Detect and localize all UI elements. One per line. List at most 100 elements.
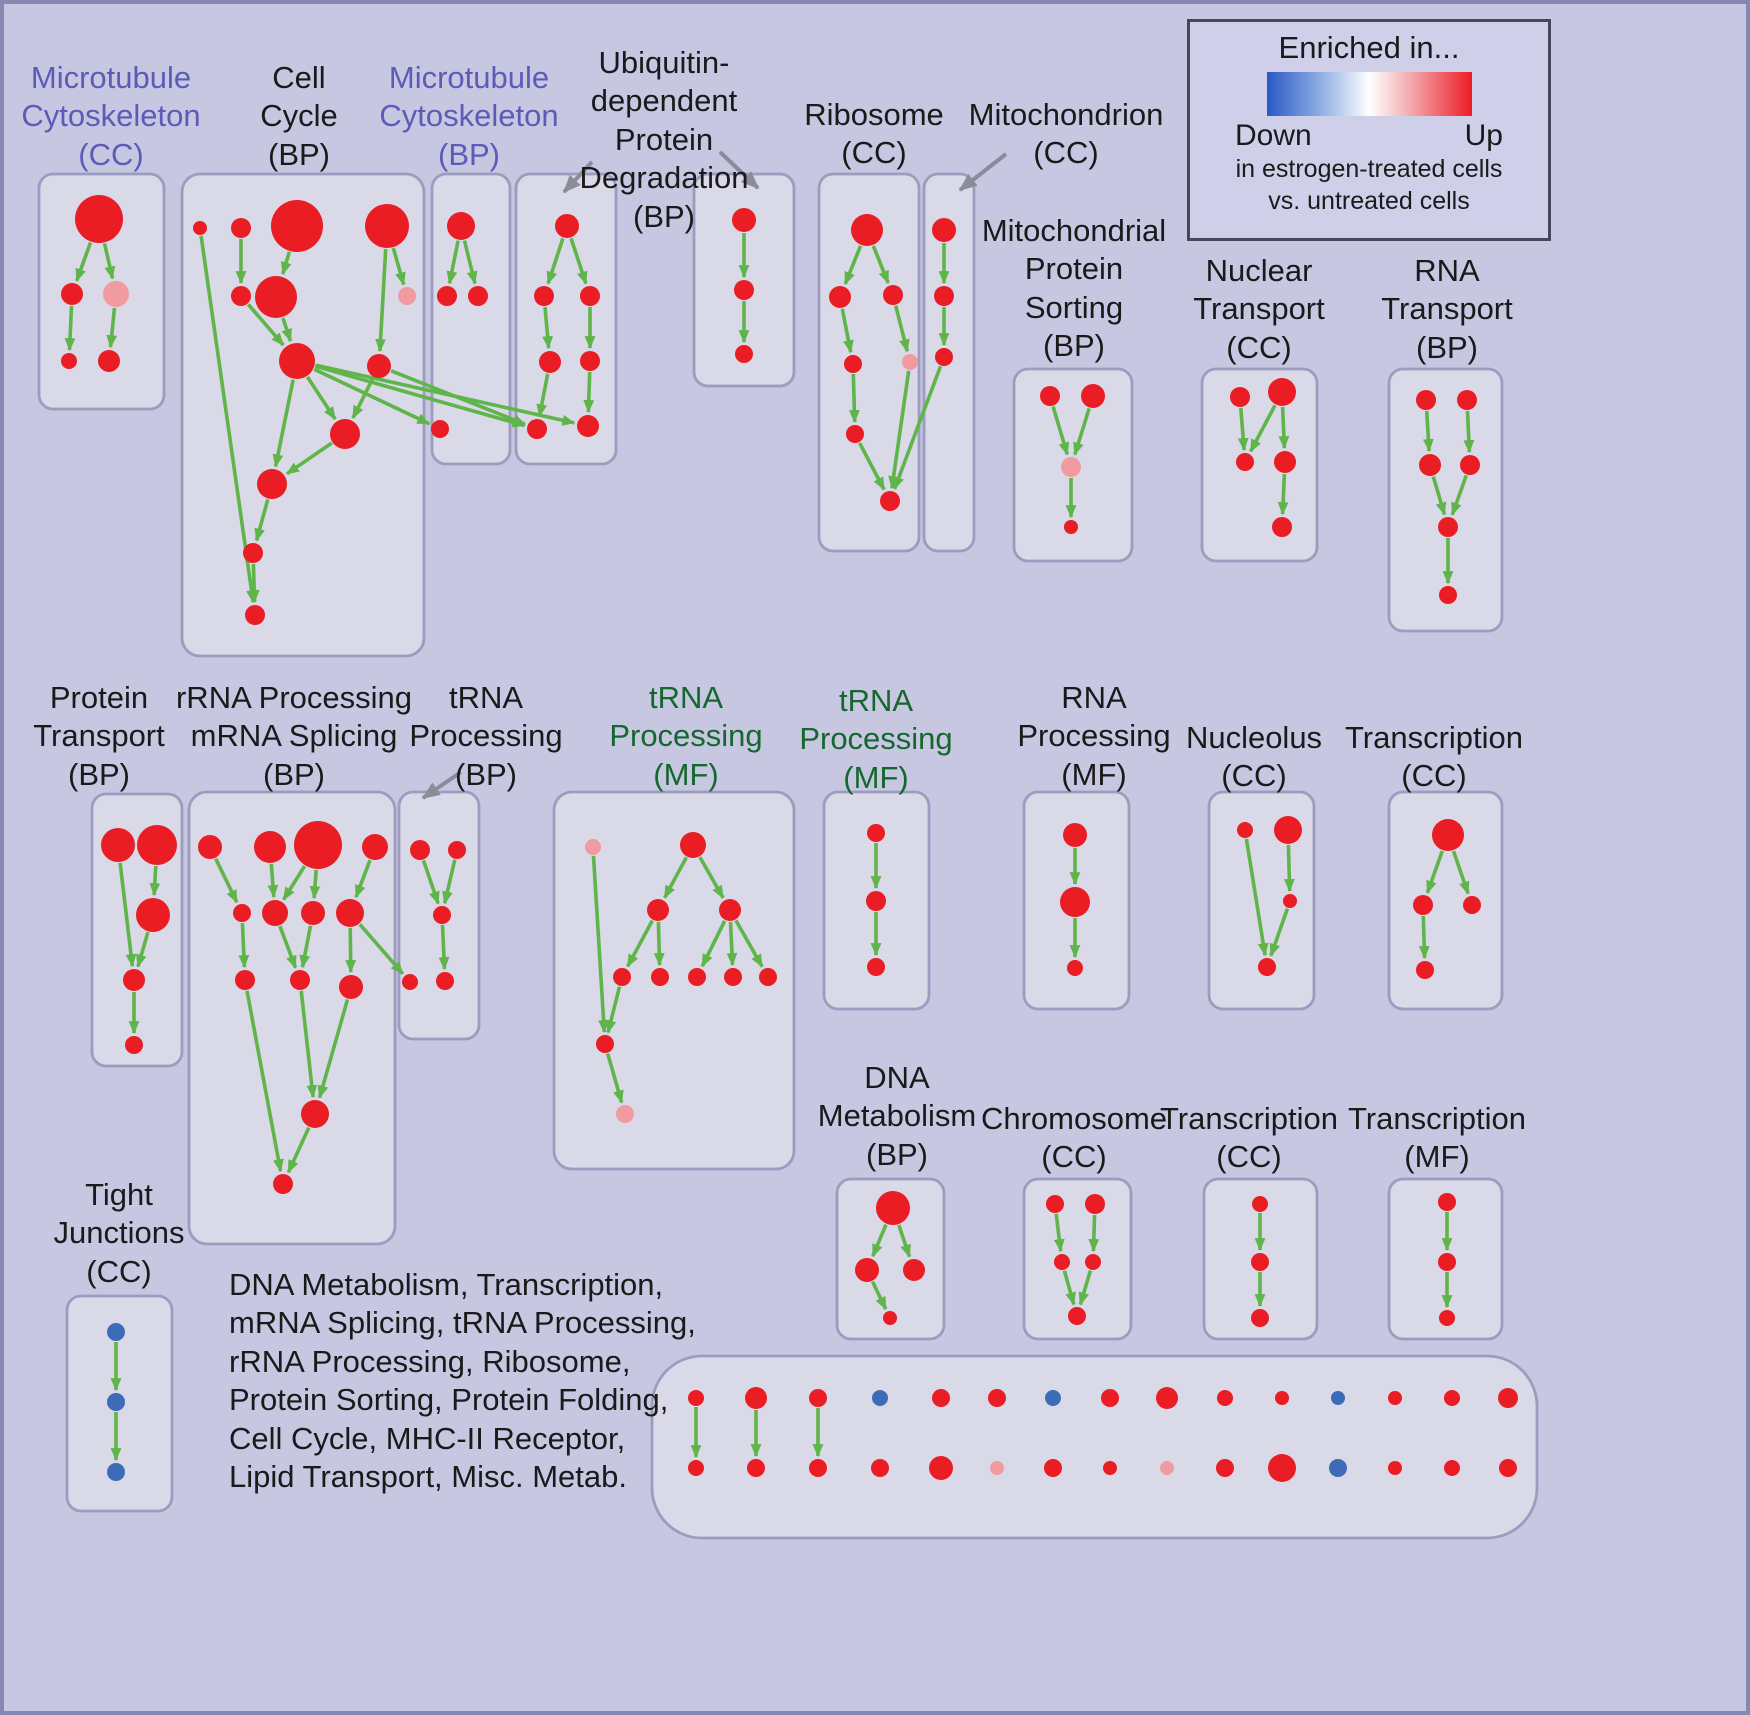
go-term-node-dna-metabolism-3	[883, 1311, 897, 1325]
network-edge	[305, 375, 337, 420]
go-term-node-cell-cycle-1	[231, 218, 251, 238]
network-edge	[1451, 850, 1470, 895]
go-term-node-ubiquitin-degradation-a-6	[577, 415, 599, 437]
network-edge	[199, 235, 257, 604]
network-edge	[1277, 473, 1289, 516]
network-edge	[281, 317, 293, 343]
go-term-node-nucleolus-0	[1237, 822, 1253, 838]
cluster-box-rrna-processing-mrna-splicing	[187, 790, 397, 1246]
go-term-node-microtubule-bp-0	[447, 212, 475, 240]
go-term-node-misc-strip-19	[929, 1456, 953, 1480]
go-term-node-protein-transport-2	[136, 898, 170, 932]
go-term-node-microtubule-cc-1	[61, 283, 83, 305]
go-term-node-rna-transport-3	[1460, 455, 1480, 475]
go-term-node-trna-processing-mf-small-0	[867, 824, 885, 842]
go-term-node-protein-transport-1	[137, 825, 177, 865]
go-term-node-misc-strip-17	[809, 1459, 827, 1477]
go-term-node-tight-junctions-0	[107, 1323, 125, 1341]
pointer-arrows	[421, 150, 1008, 800]
network-edge	[843, 245, 863, 286]
network-edge	[700, 920, 727, 968]
network-edge	[1269, 908, 1290, 957]
label-pointer-arrow	[958, 152, 1008, 192]
cluster-box-nuclear-transport	[1200, 367, 1319, 563]
network-edge	[1073, 407, 1091, 456]
go-term-node-misc-strip-16	[747, 1459, 765, 1477]
network-edge	[663, 856, 688, 899]
cluster-box-microtubule-bp	[430, 172, 512, 466]
go-term-node-transcription-mf-1	[1438, 1253, 1456, 1271]
go-term-node-cell-cycle-8	[367, 354, 391, 378]
go-term-node-misc-strip-5	[988, 1389, 1006, 1407]
go-term-node-misc-strip-9	[1217, 1390, 1233, 1406]
go-term-node-trna-processing-bp-2	[433, 906, 451, 924]
go-term-node-microtubule-bp-2	[468, 286, 488, 306]
go-term-node-ubiquitin-degradation-b-0	[732, 208, 756, 232]
go-term-node-trna-processing-mf-large-8	[759, 968, 777, 986]
go-term-node-cell-cycle-2	[271, 200, 323, 252]
go-term-node-trna-processing-bp-4	[402, 974, 418, 990]
go-term-node-ribosome-5	[846, 425, 864, 443]
go-term-node-trna-processing-mf-large-10	[616, 1105, 634, 1123]
network-edge	[375, 248, 388, 353]
go-term-node-ribosome-6	[880, 491, 900, 511]
go-term-node-trna-processing-bp-1	[448, 841, 466, 859]
network-edge	[438, 924, 450, 971]
go-term-node-cell-cycle-6	[398, 287, 416, 305]
go-term-node-rrna-processing-mrna-splicing-2	[294, 821, 342, 869]
go-term-node-ubiquitin-degradation-a-5	[527, 419, 547, 439]
go-term-node-protein-transport-3	[123, 969, 145, 991]
go-term-node-chromosome-2	[1054, 1254, 1070, 1270]
network-edge	[1450, 474, 1468, 516]
go-term-node-misc-strip-14	[1498, 1388, 1518, 1408]
go-term-node-rrna-processing-mrna-splicing-7	[336, 899, 364, 927]
go-term-node-misc-strip-0	[688, 1390, 704, 1406]
network-edge	[871, 1223, 888, 1258]
network-edge	[446, 240, 460, 285]
network-edge	[1278, 406, 1290, 450]
network-edge	[285, 441, 333, 476]
go-term-node-misc-strip-25	[1268, 1454, 1296, 1482]
network-edge	[698, 856, 725, 899]
go-term-node-rrna-processing-mrna-splicing-6	[301, 901, 325, 925]
network-edge	[421, 859, 440, 905]
cluster-box-dna-metabolism	[835, 1177, 946, 1341]
go-term-node-misc-strip-2	[809, 1389, 827, 1407]
legend-subtitle-line1: in estrogen-treated cells	[1235, 155, 1503, 183]
network-edge	[254, 498, 270, 542]
network-edge	[282, 865, 307, 901]
cluster-box-rna-transport	[1387, 367, 1504, 633]
legend-title: Enriched in...	[1278, 30, 1460, 65]
network-edge	[591, 855, 609, 1034]
go-term-node-misc-strip-15	[688, 1460, 704, 1476]
network-edge	[1283, 844, 1295, 893]
network-edge	[892, 365, 943, 490]
go-term-node-tight-junctions-2	[107, 1463, 125, 1481]
network-edge	[1418, 915, 1430, 960]
go-term-node-dna-metabolism-1	[855, 1258, 879, 1282]
go-term-node-nuclear-transport-4	[1272, 517, 1292, 537]
network-edge	[1422, 410, 1434, 453]
go-term-node-microtubule-cc-2	[103, 281, 129, 307]
network-edge	[102, 242, 116, 280]
network-edge	[314, 364, 526, 428]
go-term-node-cell-cycle-0	[193, 221, 207, 235]
go-term-node-rrna-processing-mrna-splicing-10	[339, 975, 363, 999]
network-edge	[354, 859, 372, 899]
network-edge	[64, 305, 76, 352]
go-term-node-rna-transport-2	[1419, 454, 1441, 476]
go-term-node-trna-processing-mf-small-2	[867, 958, 885, 976]
network-edge	[299, 925, 313, 969]
go-term-node-chromosome-3	[1085, 1254, 1101, 1270]
go-term-node-rna-transport-4	[1438, 517, 1458, 537]
go-term-node-rrna-processing-mrna-splicing-12	[273, 1174, 293, 1194]
go-term-node-transcription-cc-b-0	[1252, 1196, 1268, 1212]
label-pointer-arrow	[718, 150, 760, 190]
go-network-diagram	[37, 150, 1539, 1540]
go-term-node-transcription-cc-b-1	[1251, 1253, 1269, 1271]
network-nodes	[61, 195, 1518, 1482]
go-term-node-ribosome-1	[829, 286, 851, 308]
network-edge	[75, 241, 93, 282]
network-edge	[462, 240, 478, 285]
network-edge	[317, 999, 350, 1099]
